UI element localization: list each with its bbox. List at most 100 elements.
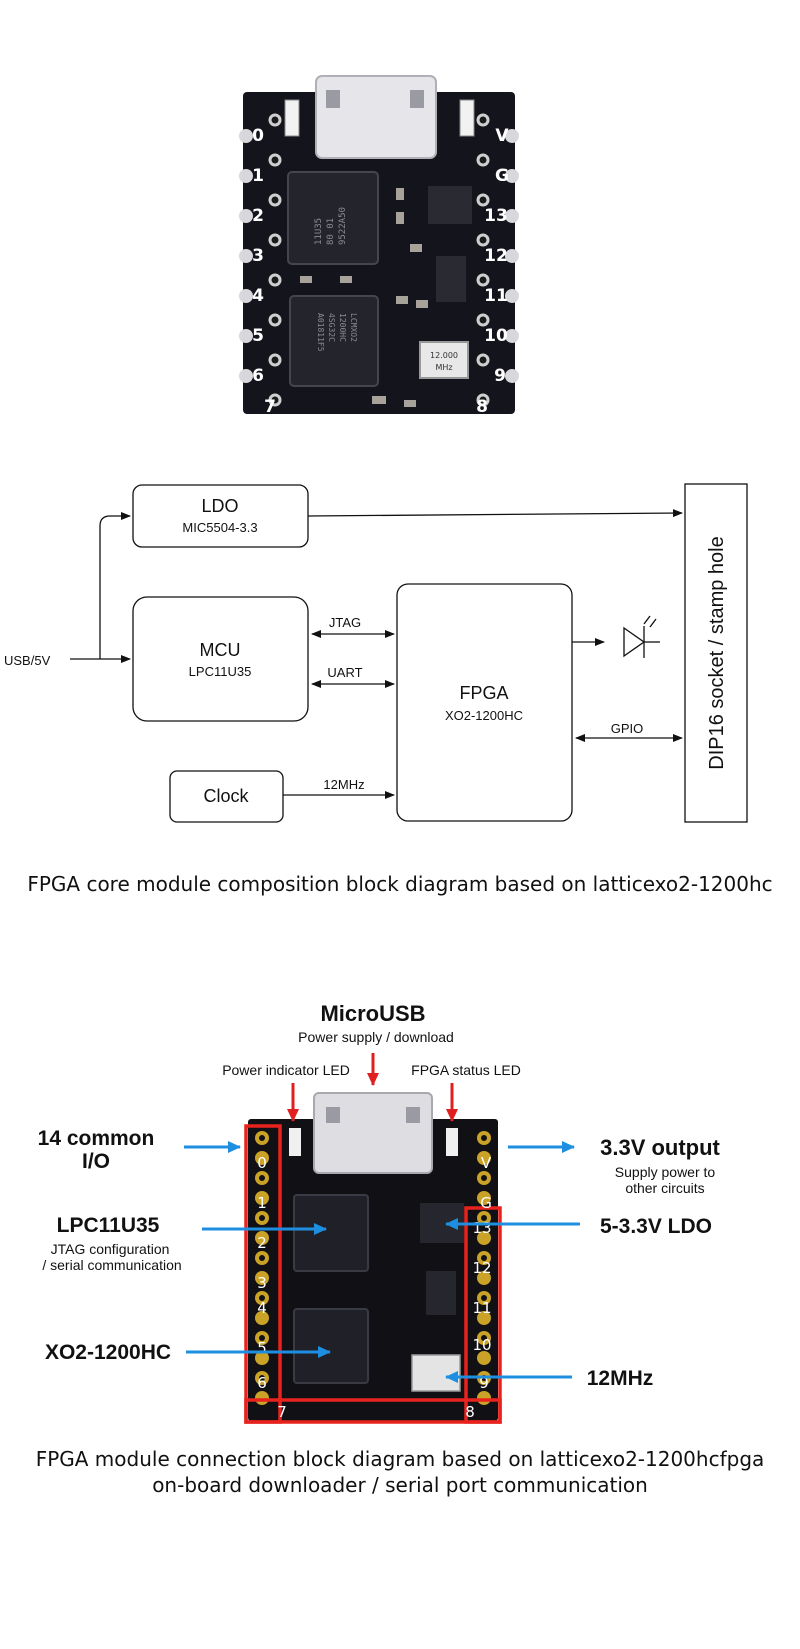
pin-label-10: 10: [484, 326, 508, 346]
fpga-chip-text: LCMXO2 1200HC 4SG32C A01811F5: [316, 313, 358, 352]
io-title-1: 14 common: [38, 1127, 155, 1150]
annotated-board: 0 1 2 3 4 5 6 7 V G 13 12 11 10 9 8: [0, 995, 800, 1435]
microusb-sub: Power supply / download: [298, 1029, 454, 1045]
regulator-chip: [436, 256, 466, 302]
mcu-text-1: 11U35: [314, 218, 324, 245]
board-photo-top: 0 1 2 3 4 5 6 7 V G 13 12 11 10 9 8 11U3…: [0, 0, 800, 430]
crystal: [419, 341, 469, 379]
annotated-left-pin-labels: 0 1 2 3 4 5 6 7: [257, 1154, 287, 1421]
pin-label-0: 0: [252, 126, 264, 146]
pin-label-9: 9: [494, 366, 506, 386]
xo2-title: XO2-1200HC: [45, 1341, 171, 1364]
annotated-power-led: [289, 1128, 301, 1156]
apin-3: 3: [257, 1274, 267, 1292]
annotated-status-led: [446, 1128, 458, 1156]
crystal-text-1: 12.000: [430, 351, 458, 360]
fpga-chip: [289, 295, 379, 387]
crystal-text-2: MHz: [435, 363, 452, 372]
microusb-title: MicroUSB: [320, 1001, 425, 1026]
right-castellations: [505, 129, 519, 383]
power-led-label: Power indicator LED: [222, 1062, 350, 1078]
lpc-sub-2: / serial communication: [42, 1257, 181, 1273]
mcu-chip: [287, 171, 379, 265]
pin-labels-right: V G 13 12 11 10 9 8: [476, 126, 509, 417]
caption-connection-line2: on-board downloader / serial port commun…: [152, 1473, 648, 1497]
usb-to-ldo-arrow: [99, 512, 131, 659]
usb-label: USB/5V: [4, 653, 51, 668]
clk-label: 12MHz: [323, 777, 364, 792]
pin-label-8: 8: [476, 397, 488, 417]
mcu-text-2: 80 01: [326, 218, 336, 245]
fpga-box: [396, 583, 573, 822]
fpga-text-3: 4SG32C: [327, 313, 336, 342]
annotated-fpga-chip: [293, 1308, 369, 1384]
pin-holes-left: [268, 113, 282, 407]
clock-title: Clock: [203, 786, 249, 806]
block-diagram-svg: LDO MIC5504-3.3 MCU LPC11U35 FPGA XO2-12…: [4, 483, 748, 823]
jtag-label: JTAG: [329, 615, 361, 630]
pin-label-g: G: [495, 166, 509, 186]
apin-7: 7: [277, 1403, 287, 1421]
ldo-to-dip-arrow: [307, 509, 683, 518]
fpga-subtitle: XO2-1200HC: [445, 708, 523, 723]
mcu-text-3: 9522A50: [338, 207, 348, 245]
caption-composition: FPGA core module composition block diagr…: [27, 872, 773, 896]
apin-0: 0: [257, 1154, 267, 1172]
block-diagram: LDO MIC5504-3.3 MCU LPC11U35 FPGA XO2-12…: [0, 470, 800, 840]
status-led: [459, 99, 475, 137]
annotated-usb: [313, 1092, 433, 1174]
usb-connector: [315, 75, 437, 159]
gold-pad-holes: [259, 1135, 487, 1381]
board-top-svg: 0 1 2 3 4 5 6 7 V G 13 12 11 10 9 8 11U3…: [239, 75, 519, 417]
pin-label-11: 11: [484, 286, 508, 306]
apin-5: 5: [257, 1339, 267, 1357]
annotated-crystal: [411, 1354, 461, 1392]
pin-label-13: 13: [484, 206, 508, 226]
apin-2: 2: [257, 1234, 267, 1252]
fpga-title: FPGA: [459, 683, 508, 703]
pin-label-12: 12: [484, 246, 508, 266]
io-title-2: I/O: [82, 1150, 110, 1173]
apin-v: V: [481, 1154, 492, 1172]
pin-holes-right: [476, 113, 490, 407]
ldo-title: LDO: [201, 496, 238, 516]
out-sub-1: Supply power to: [615, 1164, 716, 1180]
apin-6: 6: [257, 1374, 267, 1392]
fpga-text-4: A01811F5: [316, 313, 325, 352]
pin-label-3: 3: [252, 246, 264, 266]
left-castellations: [239, 129, 253, 383]
caption-connection-line1: FPGA module connection block diagram bas…: [35, 1447, 765, 1471]
apin-11: 11: [472, 1299, 491, 1317]
apin-g: G: [480, 1194, 492, 1212]
mcu-title: MCU: [200, 640, 241, 660]
highlight-bottom: [244, 1398, 502, 1424]
led-icon: [623, 615, 657, 658]
passives: [300, 188, 428, 407]
ldo-chip: [428, 186, 472, 224]
apin-1: 1: [257, 1194, 267, 1212]
annotated-board-svg: 0 1 2 3 4 5 6 7 V G 13 12 11 10 9 8: [38, 1001, 721, 1424]
pin-label-5: 5: [252, 326, 264, 346]
pin-label-2: 2: [252, 206, 264, 226]
apin-4: 4: [257, 1299, 267, 1317]
apin-10: 10: [472, 1336, 491, 1354]
mcu-chip-text: 11U35 80 01 9522A50: [314, 207, 348, 245]
dip-title: DIP16 socket / stamp hole: [706, 536, 728, 769]
pin-label-7: 7: [264, 397, 276, 417]
dip-box: [684, 483, 748, 823]
uart-label: UART: [327, 665, 362, 680]
fpga-text-2: 1200HC: [338, 313, 347, 342]
apin-9: 9: [479, 1374, 489, 1392]
out-title: 3.3V output: [600, 1135, 720, 1160]
ldo-annot-title: 5-3.3V LDO: [600, 1215, 712, 1238]
lpc-sub-1: JTAG configuration: [51, 1241, 170, 1257]
pin-labels-left: 0 1 2 3 4 5 6 7: [252, 126, 276, 417]
pin-label-6: 6: [252, 366, 264, 386]
pin-label-4: 4: [252, 286, 264, 306]
clk-annot-title: 12MHz: [587, 1367, 654, 1390]
mcu-subtitle: LPC11U35: [189, 664, 252, 679]
power-led: [284, 99, 300, 137]
out-sub-2: other circuits: [625, 1180, 704, 1196]
annotated-mcu-chip: [293, 1194, 369, 1272]
pin-label-v: V: [495, 126, 509, 146]
